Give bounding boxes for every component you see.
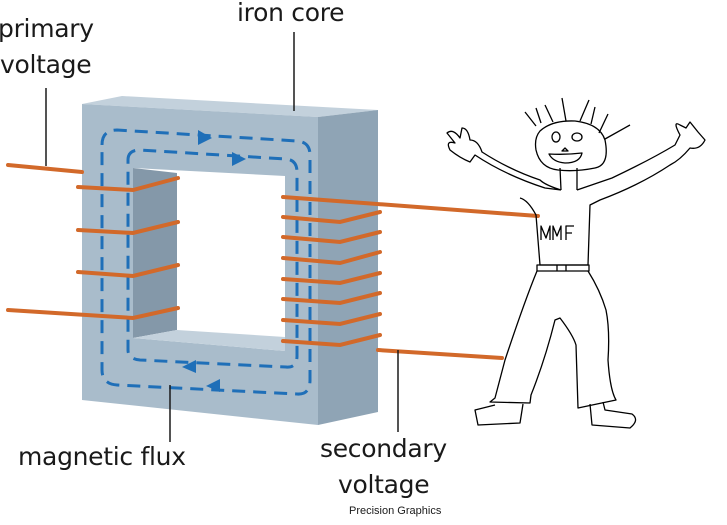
- secondary-lead-top: [281, 195, 540, 218]
- secondary-winding: [281, 312, 382, 327]
- figure-right-eye: [571, 132, 583, 142]
- credit-text: Precision Graphics: [349, 505, 442, 517]
- primary-winding: [76, 220, 180, 236]
- flux-arrows: [182, 130, 246, 392]
- figure-neck: [559, 167, 578, 191]
- primary-lead-top: [6, 163, 84, 174]
- figure-body-outline: [446, 121, 706, 266]
- secondary-voltage-label-line1: secondary: [320, 434, 447, 463]
- iron-core-label: iron core: [237, 0, 345, 27]
- primary-winding: [6, 306, 180, 321]
- secondary-voltage-label-line2: voltage: [338, 470, 430, 499]
- core-window-inner-bottom: [133, 330, 285, 351]
- primary-voltage-label-line1: primary: [0, 14, 94, 43]
- figure-hair: [524, 97, 631, 140]
- core-front-face: [82, 104, 318, 425]
- figure-nose: [561, 147, 569, 152]
- figure-left-eye: [551, 131, 561, 143]
- figure-belt: [536, 264, 590, 272]
- secondary-winding: [281, 210, 382, 225]
- secondary-winding: [281, 230, 382, 245]
- primary-coil: [6, 163, 180, 321]
- primary-voltage-label-line2: voltage: [0, 50, 92, 79]
- flux-arrow-top-outer: [198, 130, 212, 145]
- secondary-winding: [281, 291, 382, 306]
- flux-arrow-bottom-inner: [182, 360, 196, 373]
- secondary-winding: [281, 250, 382, 266]
- flux-inner-loop: [126, 148, 299, 369]
- magnetic-flux-paths: [100, 128, 312, 396]
- figure-head: [534, 120, 607, 172]
- secondary-winding: [281, 333, 382, 348]
- figure-pants: [489, 270, 617, 409]
- figure-shirt-text: [540, 225, 574, 240]
- secondary-coil: [281, 195, 540, 360]
- figure-right-shoe: [589, 401, 637, 429]
- core-window-inner-left: [133, 168, 177, 338]
- primary-winding: [76, 263, 180, 279]
- secondary-lead-bottom: [376, 348, 504, 360]
- stick-figure-drawing: [446, 97, 706, 429]
- secondary-winding: [281, 271, 382, 286]
- flux-arrow-top-inner: [232, 152, 246, 166]
- flux-arrow-bottom-outer: [206, 379, 220, 392]
- figure-left-shoe: [474, 403, 524, 426]
- core-top-face: [82, 96, 378, 117]
- primary-winding: [76, 176, 180, 193]
- leader-lines: [45, 32, 399, 442]
- core-side-face: [318, 110, 378, 425]
- magnetic-flux-label: magnetic flux: [18, 442, 186, 471]
- flux-outer-loop: [100, 128, 312, 396]
- figure-mouth: [548, 152, 583, 164]
